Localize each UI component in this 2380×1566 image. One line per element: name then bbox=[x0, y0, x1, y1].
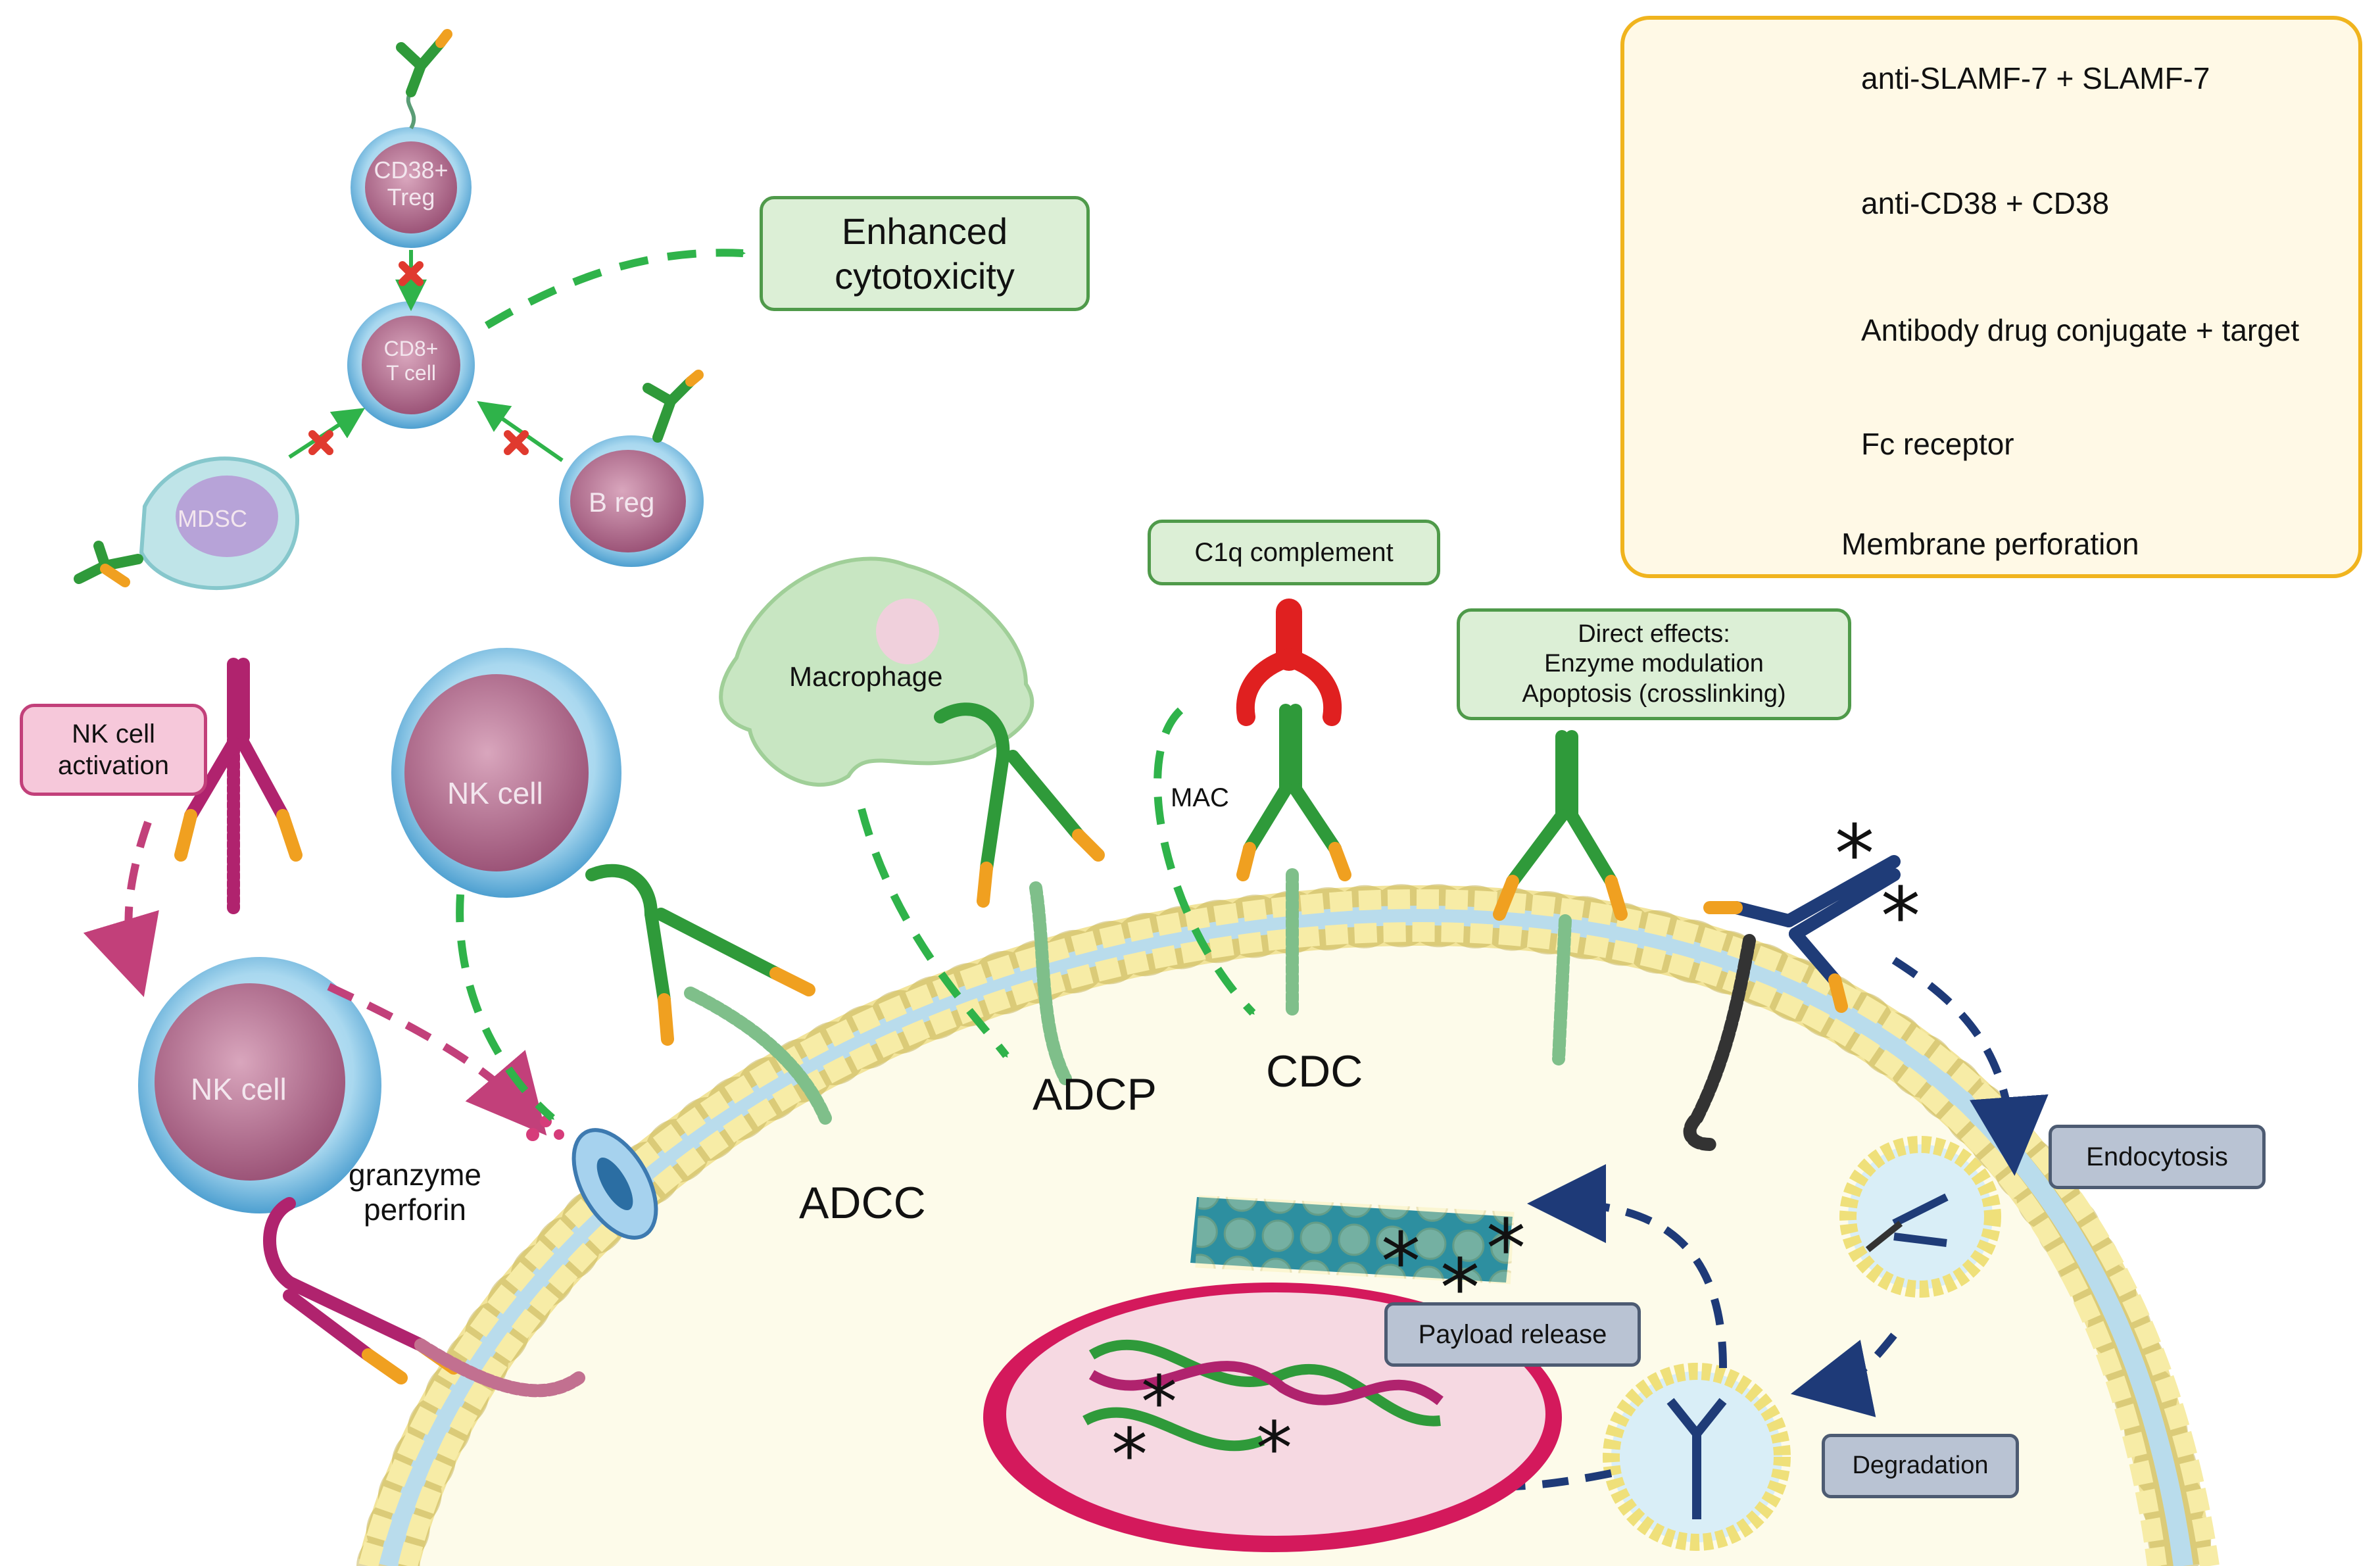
svg-text:*: * bbox=[1835, 809, 1874, 900]
cd38-antibody-adcc bbox=[585, 864, 832, 1125]
adcc-label: ADCC bbox=[799, 1178, 926, 1228]
cd8-tcell bbox=[347, 301, 475, 429]
adcp-label: ADCP bbox=[1032, 1069, 1157, 1119]
cd38-antibody-direct bbox=[1493, 730, 1628, 1065]
svg-text:*: * bbox=[1881, 871, 1920, 963]
granzyme-perforin-label: granzyme perforin bbox=[349, 1158, 481, 1227]
perforin-arrow bbox=[327, 983, 547, 1136]
mdsc-antibody bbox=[74, 541, 143, 587]
endocytosis-box: Endocytosis bbox=[2049, 1125, 2266, 1189]
dna-star-icon: * * * bbox=[1111, 1360, 1292, 1497]
legend-box bbox=[1620, 16, 2362, 578]
slamf7-antibody-top bbox=[174, 658, 303, 914]
svg-text:*: * bbox=[1486, 1204, 1526, 1295]
legend-label-fc-receptor: Fc receptor bbox=[1861, 427, 2014, 461]
svg-text:*: * bbox=[1381, 1217, 1421, 1308]
cdc-label: CDC bbox=[1266, 1046, 1363, 1096]
mac-label: MAC bbox=[1171, 783, 1229, 812]
antibody-drug-conjugate bbox=[1683, 855, 1901, 1151]
svg-text:*: * bbox=[1111, 1413, 1148, 1497]
legend-label-cd38: anti-CD38 + CD38 bbox=[1861, 186, 2110, 220]
svg-text:*: * bbox=[1256, 1406, 1292, 1490]
legend-label-membrane: Membrane perforation bbox=[1841, 527, 2139, 561]
nk-cell-lower-label: NK cell bbox=[191, 1072, 287, 1106]
macrophage-label: Macrophage bbox=[789, 661, 943, 692]
treg-label: CD38+ Treg bbox=[374, 157, 449, 211]
degradation-arrow bbox=[1790, 1333, 1897, 1417]
cd8-label: CD8+ T cell bbox=[383, 337, 439, 385]
cd38-antibody-cdc bbox=[1236, 704, 1351, 1019]
drug-star-icon: * * bbox=[1835, 809, 1920, 963]
treg-antibody bbox=[396, 29, 452, 97]
c1q-complement-box: C1q complement bbox=[1148, 520, 1440, 585]
nk-cell-lower bbox=[138, 957, 381, 1213]
nk-activation-arrow bbox=[83, 821, 159, 997]
mdsc-cell bbox=[139, 456, 299, 591]
membrane-pore-icon bbox=[526, 1115, 658, 1240]
legend-label-slamf7: anti-SLAMF-7 + SLAMF-7 bbox=[1861, 61, 2210, 95]
endocytosis-arrow bbox=[1891, 956, 2049, 1176]
payload-release-box: Payload release bbox=[1384, 1302, 1641, 1367]
breg-label: B reg bbox=[589, 487, 655, 518]
degradation-box: Degradation bbox=[1822, 1434, 2019, 1498]
nk-cell-upper-label: NK cell bbox=[447, 776, 543, 810]
adcp-arrow bbox=[858, 808, 1009, 1058]
payload-arrow bbox=[1527, 1164, 1727, 1369]
legend-label-adc: Antibody drug conjugate + target bbox=[1861, 313, 2300, 347]
mac-arrow bbox=[1154, 707, 1256, 1016]
nk-cell-upper bbox=[391, 648, 621, 898]
c1q-complement-icon bbox=[1236, 599, 1342, 726]
nk-activation-box: NK cell activation bbox=[20, 704, 207, 796]
mdsc-label: MDSC bbox=[178, 505, 247, 532]
lysosome bbox=[1603, 1363, 1791, 1551]
direct-effects-box: Direct effects: Enzyme modulation Apopto… bbox=[1457, 608, 1851, 720]
cytotoxicity-arrow bbox=[484, 249, 746, 330]
treg-cell bbox=[351, 29, 472, 248]
microtubule bbox=[1190, 1195, 1515, 1285]
breg-cell bbox=[559, 370, 704, 567]
svg-text:*: * bbox=[1141, 1360, 1177, 1444]
macrophage-cell bbox=[719, 556, 1034, 787]
cd38-antibody-adcp bbox=[934, 702, 1105, 1085]
block-x-icon bbox=[308, 261, 529, 455]
breg-antibody bbox=[643, 370, 704, 443]
enhanced-cytotoxicity-box: Enhanced cytotoxicity bbox=[760, 196, 1090, 311]
endosome bbox=[1839, 1136, 2001, 1298]
adcc-arrow bbox=[456, 894, 555, 1121]
slamf7-antibody-bottom bbox=[263, 1197, 585, 1398]
